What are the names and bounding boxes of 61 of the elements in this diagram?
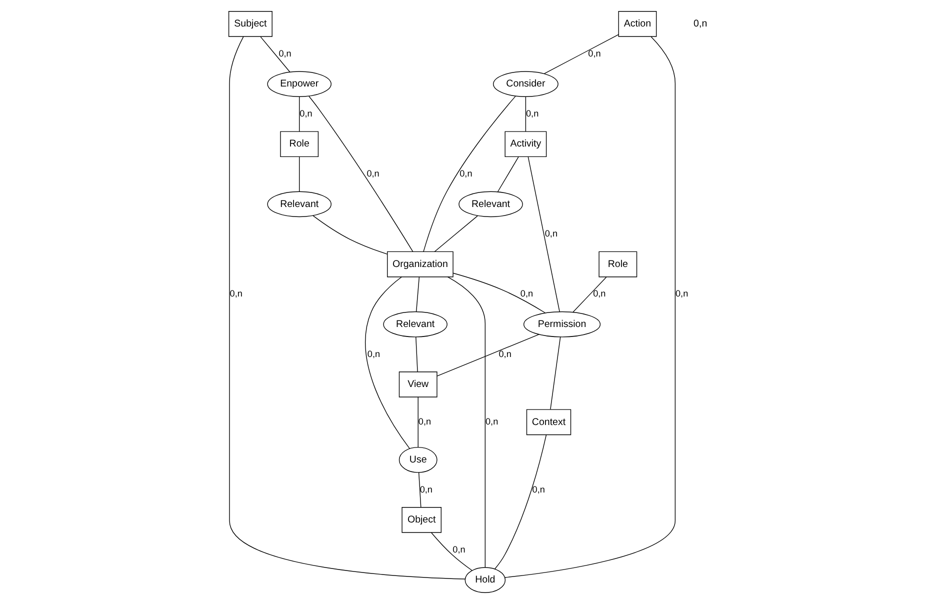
connector [364,276,410,449]
node-box: Role [598,251,637,278]
edge-label: 0,n [675,288,688,299]
edge-label: 0,n [526,108,538,118]
node-box: Organization [386,251,453,278]
edge-label: 0,n [278,48,291,58]
node-ellipse: Relevant [382,311,447,338]
connector [543,34,618,74]
connector [417,396,418,448]
edge-label: 0,n [419,484,432,494]
label: 0,n [693,18,707,30]
edge-label: 0,n [532,484,544,494]
connector [494,434,546,570]
edge-label: 0,n [299,108,312,118]
connector [415,336,418,372]
connector [496,156,518,192]
node-box: Context [526,409,571,436]
node-ellipse: Enpower [266,71,331,97]
connector [260,36,290,72]
connector [228,36,465,580]
connector [452,272,546,314]
edge-label: 0,n [485,416,498,427]
connector [527,156,560,312]
connector [434,216,478,252]
edge-label: 0,n [229,288,242,299]
node-ellipse: Relevant [458,191,522,218]
edge-label: 0,n [459,168,472,179]
connector [422,96,516,252]
node-box: Subject [228,11,272,37]
connector [524,96,526,132]
edge-label: 0,n [366,348,380,359]
edge-label: 0,n [498,348,511,359]
connector [436,334,539,376]
node-box: Action [618,11,656,37]
node-ellipse: Permission [522,311,600,338]
node-ellipse: Hold [464,567,506,593]
node-box: View [398,372,437,398]
node-ellipse: Relevant [266,191,331,218]
edge-label: 0,n [588,48,600,58]
connector [415,276,420,312]
connector [572,276,606,312]
connector [418,472,421,508]
edge-label: 0,n [452,544,465,554]
connector [298,96,300,132]
connector [446,276,486,568]
connector [308,96,413,252]
connector [550,336,560,410]
edge-label: 0,n [418,416,431,427]
edge-label: 0,n [544,228,558,239]
node-box: Role [280,131,318,158]
connector [312,215,388,255]
connector [430,532,472,571]
node-ellipse: Consider [492,71,558,97]
node-ellipse: Use [398,446,437,473]
edge-label: 0,n [592,288,606,299]
connector [298,156,300,192]
edge-label: 0,n [366,168,379,179]
node-box: Object [401,507,442,533]
edge-label: 0,n [520,288,533,299]
connector [504,36,676,578]
node-box: Activity [504,131,546,158]
